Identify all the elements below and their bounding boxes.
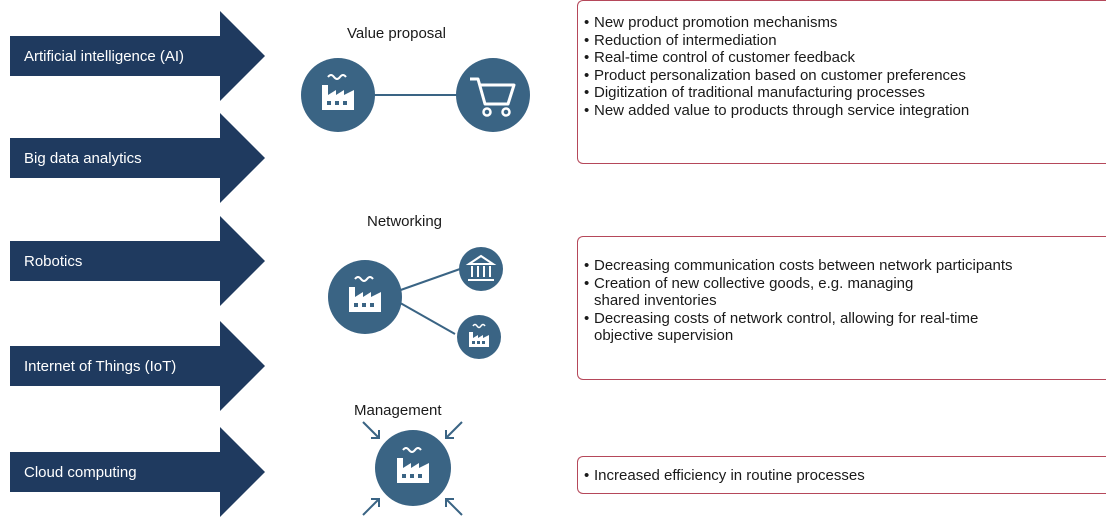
networking-box: Decreasing communication costs between n… bbox=[577, 236, 1106, 380]
technology-arrow-big-data: Big data analytics bbox=[10, 113, 265, 203]
networking-diagram bbox=[328, 247, 503, 359]
value-proposal-bullet: New product promotion mechanisms bbox=[578, 14, 1106, 32]
value-proposal-bullet: New added value to products through serv… bbox=[578, 102, 1106, 120]
value-proposal-diagram bbox=[301, 58, 530, 132]
factory-icon bbox=[375, 430, 451, 506]
arrow-shape-icon bbox=[10, 321, 265, 411]
value-proposal-bullet: Product personalization based on custome… bbox=[578, 67, 1106, 85]
technology-arrow-cloud: Cloud computing bbox=[10, 427, 265, 517]
networking-bullet: Decreasing communication costs between n… bbox=[578, 257, 1106, 275]
value-proposal-bullet: Real-time control of customer feedback bbox=[578, 49, 1106, 67]
arrow-shape-icon bbox=[10, 216, 265, 306]
technology-arrow-iot: Internet of Things (IoT) bbox=[10, 321, 265, 411]
value-proposal-bullet: Digitization of traditional manufacturin… bbox=[578, 84, 1106, 102]
value-proposal-title: Value proposal bbox=[347, 25, 446, 42]
arrow-icon bbox=[362, 421, 463, 516]
technology-label: Cloud computing bbox=[24, 463, 137, 481]
management-title: Management bbox=[354, 402, 442, 419]
factory-icon bbox=[457, 315, 501, 359]
technology-arrow-ai: Artificial intelligence (AI) bbox=[10, 11, 265, 101]
arrow-shape-icon bbox=[10, 427, 265, 517]
networking-bullet: Creation of new collective goods, e.g. m… bbox=[578, 275, 1106, 310]
shopping-cart-icon bbox=[456, 58, 530, 132]
management-box: Increased efficiency in routine processe… bbox=[577, 456, 1106, 494]
technology-label: Internet of Things (IoT) bbox=[24, 357, 177, 375]
networking-title: Networking bbox=[367, 213, 443, 230]
technology-arrow-robotics: Robotics bbox=[10, 216, 265, 306]
arrow-shape-icon bbox=[10, 113, 265, 203]
value-proposal-box: New product promotion mechanisms Reducti… bbox=[577, 0, 1106, 164]
value-proposal-bullet: Reduction of intermediation bbox=[578, 32, 1106, 50]
factory-icon bbox=[301, 58, 375, 132]
management-diagram bbox=[362, 421, 463, 516]
factory-icon bbox=[328, 260, 402, 334]
networking-bullet: Decreasing costs of network control, all… bbox=[578, 310, 1106, 345]
technology-label: Big data analytics bbox=[24, 149, 142, 167]
bank-icon bbox=[459, 247, 503, 291]
technology-label: Robotics bbox=[24, 252, 83, 270]
arrow-shape-icon bbox=[10, 11, 265, 101]
technology-label: Artificial intelligence (AI) bbox=[24, 47, 185, 65]
management-bullet: Increased efficiency in routine processe… bbox=[578, 467, 1106, 485]
